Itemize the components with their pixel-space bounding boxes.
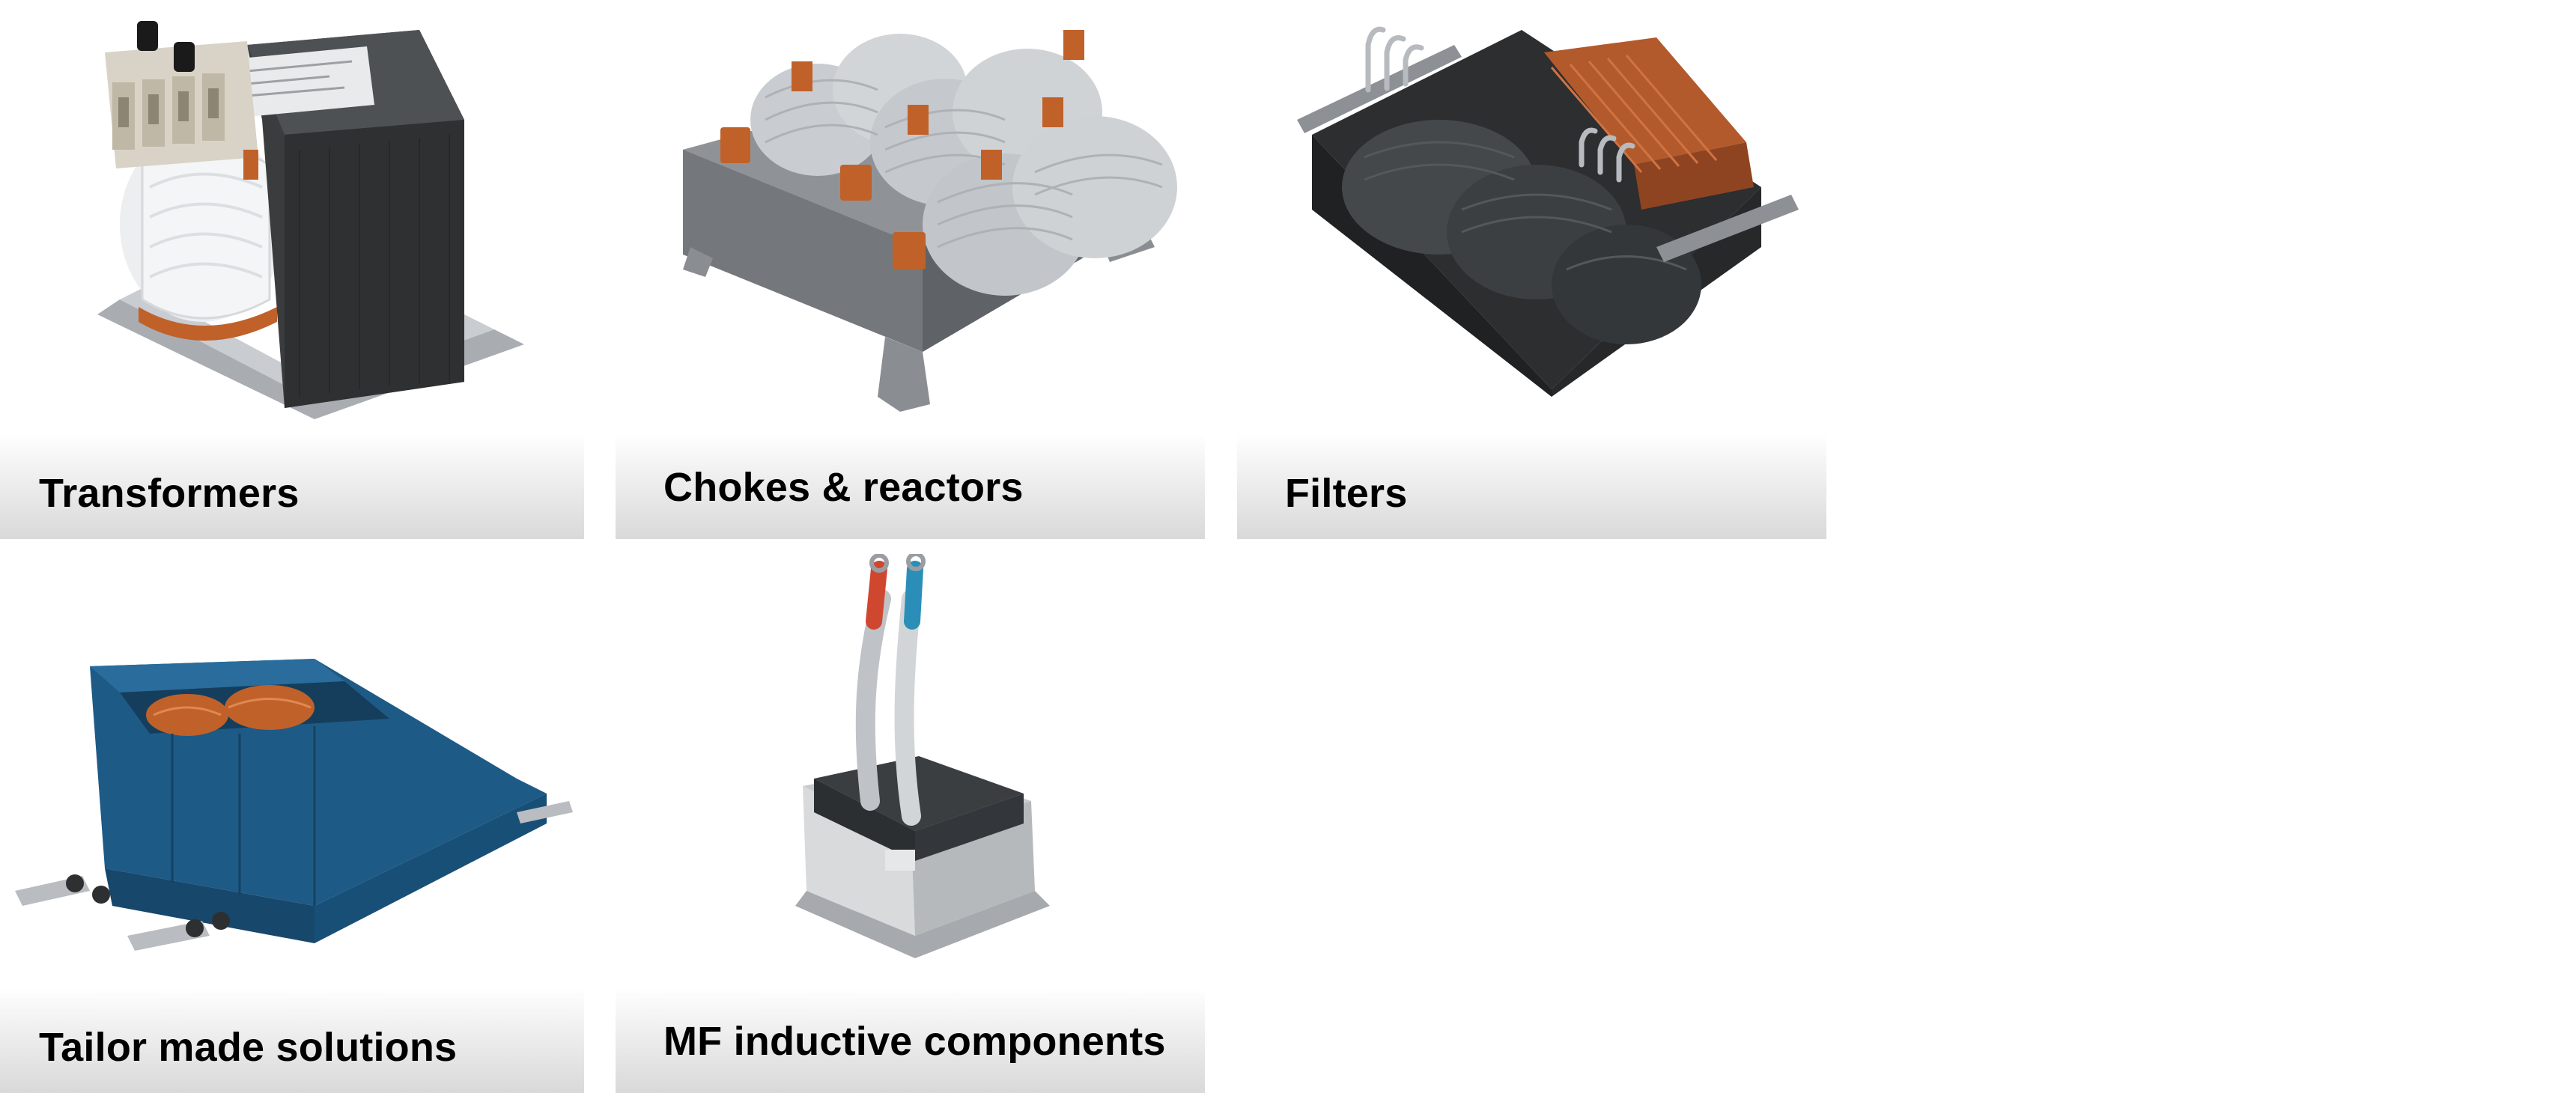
transformer-image	[0, 0, 584, 434]
product-tile-chokes-reactors[interactable]: Chokes & reactors	[616, 0, 1205, 539]
filter-image	[1237, 0, 1826, 434]
tile-caption: Tailor made solutions	[0, 988, 584, 1093]
tile-caption: Filters	[1237, 434, 1826, 539]
tailor-made-solution-image	[0, 554, 584, 988]
product-tile-mf-inductive-components[interactable]: MF inductive components	[616, 554, 1205, 1093]
tile-caption: Chokes & reactors	[616, 434, 1205, 539]
tile-label-filters: Filters	[1285, 471, 1408, 516]
tile-caption: MF inductive components	[616, 988, 1205, 1093]
tile-label-chokes-reactors: Chokes & reactors	[663, 465, 1024, 510]
choke-reactor-image	[616, 0, 1205, 434]
mf-inductive-component-image	[616, 554, 1205, 988]
product-tile-transformers[interactable]: Transformers	[0, 0, 584, 539]
product-tile-filters[interactable]: Filters	[1237, 0, 1826, 539]
tile-caption: Transformers	[0, 434, 584, 539]
product-tile-tailor-made-solutions[interactable]: Tailor made solutions	[0, 554, 584, 1093]
tile-label-tailor-made-solutions: Tailor made solutions	[39, 1025, 458, 1070]
tile-label-mf-inductive-components: MF inductive components	[663, 1019, 1166, 1064]
tile-label-transformers: Transformers	[39, 471, 300, 516]
